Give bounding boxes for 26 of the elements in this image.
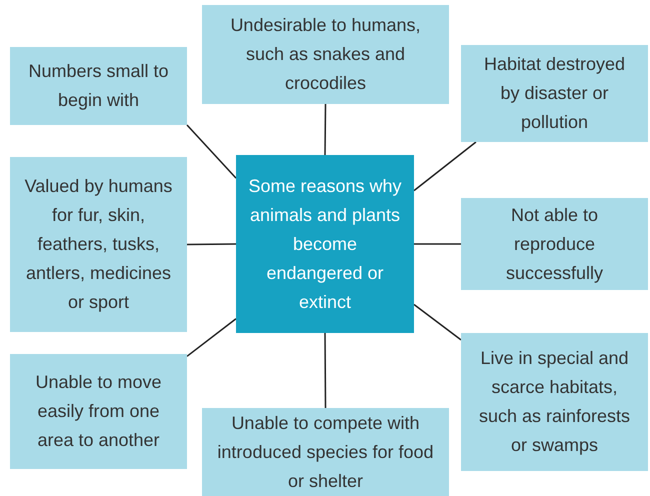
box-text: Live in special and scarce habitats, such as rainforests or swamps (478, 347, 632, 457)
connector-line (186, 124, 237, 179)
box-text: Numbers small to begin with (27, 60, 170, 112)
box-text: Not able to reproduce successfully (504, 204, 604, 285)
central-topic-box (236, 155, 414, 333)
reason-box (461, 198, 648, 290)
connector-line (186, 318, 236, 357)
box-text: Habitat destroyed by disaster or pollution (482, 53, 626, 134)
box-text: Unable to compete with introduced species for food or shelter (216, 412, 435, 492)
box-text: Some reasons why animals and plants become endangered or extinct (247, 174, 403, 314)
connector-line (414, 243, 461, 245)
box-text: Valued by humans for fur, skin, feathers, tusks, antlers, medicines or sport (24, 175, 173, 314)
reason-box (10, 47, 187, 125)
connector-line (324, 104, 326, 155)
connector-line (414, 141, 476, 192)
connector-line (187, 243, 236, 246)
reason-box (202, 5, 449, 104)
reason-box (10, 157, 187, 332)
reason-box (10, 354, 187, 469)
connector-line (324, 333, 326, 408)
connector-line (414, 304, 462, 340)
reason-box (461, 333, 648, 471)
reason-box (461, 45, 648, 142)
reason-box (202, 408, 449, 496)
box-text: Unable to move easily from one area to another (34, 371, 163, 452)
box-text: Undesirable to humans, such as snakes and crocodiles (229, 14, 422, 95)
